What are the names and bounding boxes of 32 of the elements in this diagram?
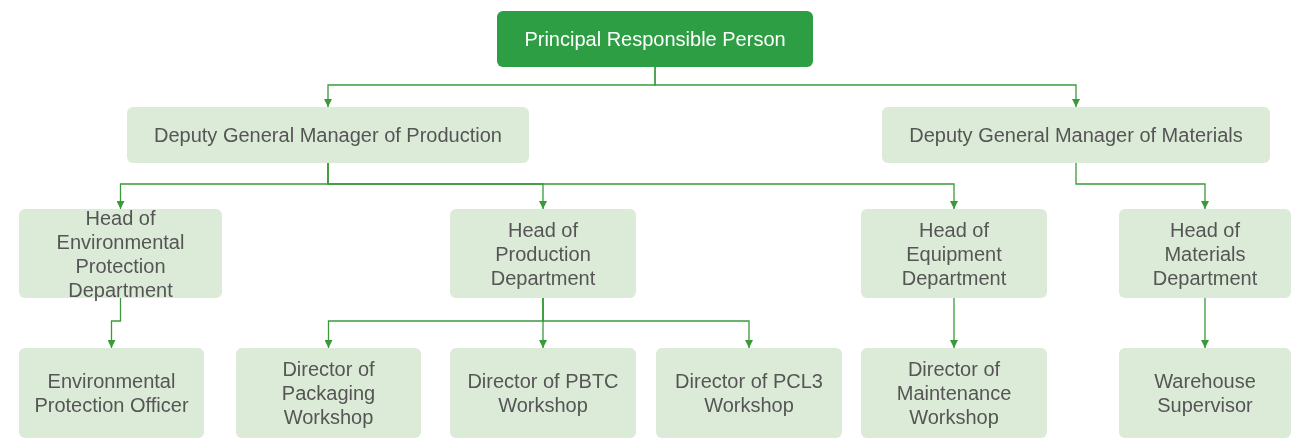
- role-title: Head of Equipment Department: [900, 217, 1008, 290]
- role-title: Director of Packaging Workshop: [280, 357, 377, 429]
- connector-arrow: [107, 297, 122, 349]
- connector-arrow: [542, 297, 753, 349]
- root-box: [497, 11, 813, 67]
- role-title: Deputy General Manager of Materials: [909, 123, 1243, 147]
- role-box: [236, 348, 421, 438]
- role-title: Director of PBTC Workshop: [466, 369, 620, 417]
- role-box: [861, 209, 1047, 298]
- role-title: Warehouse Supervisor: [1153, 369, 1257, 417]
- connector-arrow: [327, 162, 958, 210]
- role-title: Environmental Protection Officer: [33, 369, 190, 417]
- role-box: [882, 107, 1270, 163]
- role-box: [127, 107, 529, 163]
- role-box: [19, 348, 204, 438]
- role-title: Principal Responsible Person: [524, 27, 786, 51]
- role-title: Director of Maintenance Workshop: [895, 357, 1013, 429]
- role-box: [1119, 348, 1291, 438]
- role-title: Director of PCL3 Workshop: [674, 369, 824, 417]
- role-box: [450, 348, 636, 438]
- role-box: [861, 348, 1047, 438]
- role-title: Head of Environmental Protection Department: [55, 205, 186, 302]
- role-title: Head of Production Department: [489, 217, 597, 290]
- connector-arrow: [654, 66, 1080, 108]
- role-box: [1119, 209, 1291, 298]
- connector-arrow: [950, 297, 958, 349]
- role-box: [450, 209, 636, 298]
- connector-arrow: [1075, 162, 1209, 210]
- role-title: Head of Materials Department: [1151, 217, 1259, 290]
- connector-arrow: [1201, 297, 1209, 349]
- role-title: Deputy General Manager of Production: [154, 123, 502, 147]
- role-box: [656, 348, 842, 438]
